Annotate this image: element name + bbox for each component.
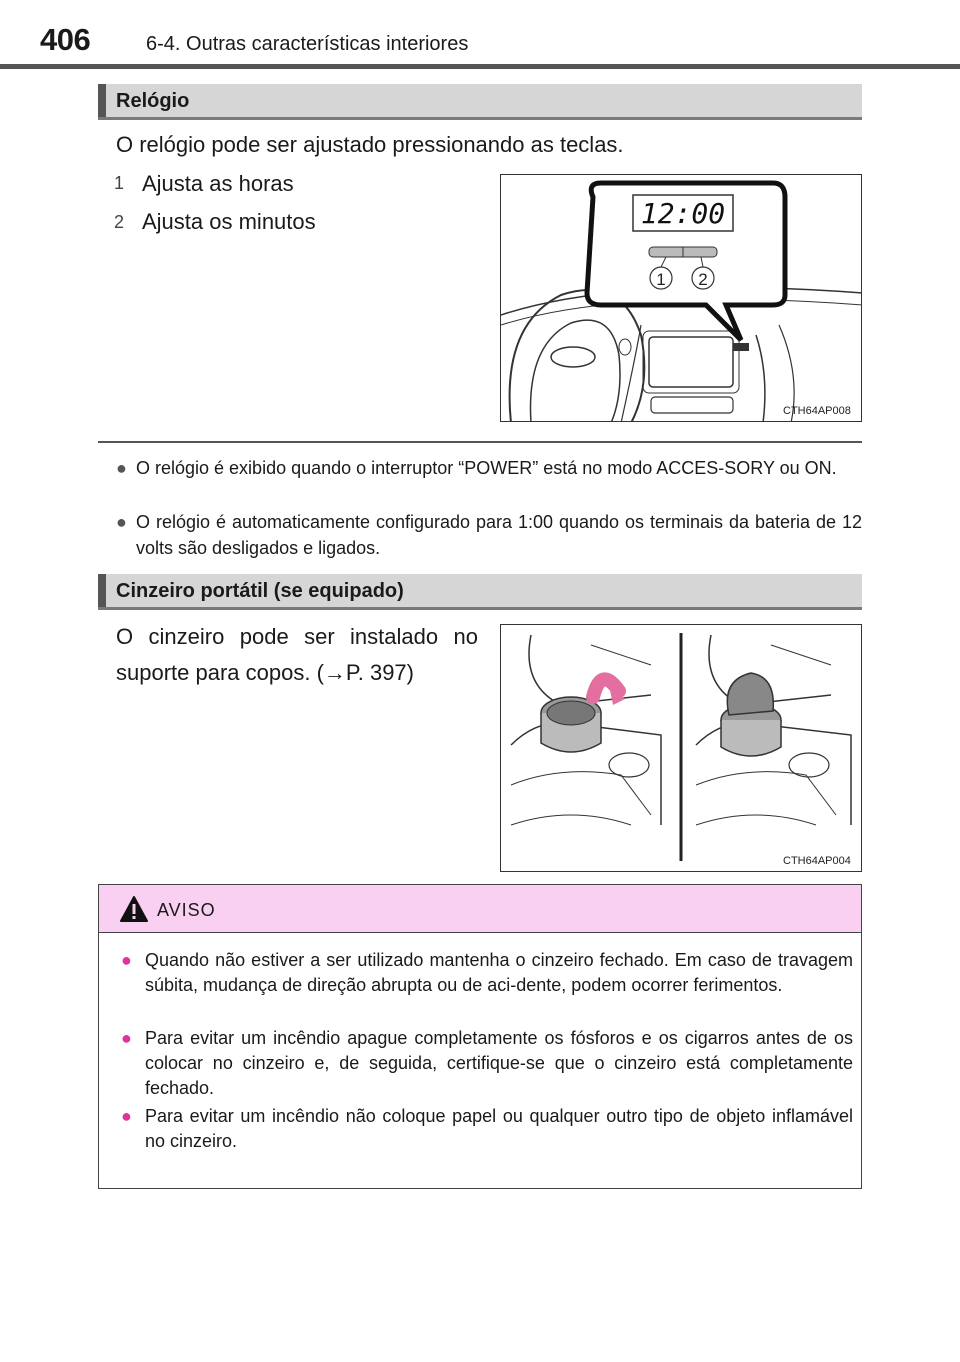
step-text-2: Ajusta os minutos <box>142 209 316 234</box>
warning-item-2: Para evitar um incêndio apague completam… <box>145 1028 853 1098</box>
warning-box: AVISO ● Quando não estiver a ser utiliza… <box>98 884 862 1189</box>
note-1: O relógio é exibido quando o interruptor… <box>136 458 837 478</box>
note-2: O relógio é automaticamente configurado … <box>136 512 862 558</box>
step-number-2: 2 <box>114 212 125 232</box>
page-number: 406 <box>40 22 91 57</box>
step-number-1: 1 <box>114 173 125 193</box>
step-text-1: Ajusta as horas <box>142 171 294 196</box>
clock-intro: O relógio pode ser ajustado pressionando… <box>116 132 624 157</box>
callout-2: 2 <box>698 270 707 289</box>
section-accent <box>98 574 106 607</box>
section-heading-clock: Relógio <box>98 84 862 120</box>
warning-bullet-2: ● <box>121 1028 132 1048</box>
dashboard-illustration: 12:00 1 2 <box>501 180 861 421</box>
warning-item-1: Quando não estiver a ser utilizado mante… <box>145 950 853 995</box>
warning-item-3: Para evitar um incêndio não coloque pape… <box>145 1106 853 1151</box>
section-accent <box>98 84 106 117</box>
section-title-ashtray: Cinzeiro portátil (se equipado) <box>116 580 404 602</box>
divider <box>98 441 862 443</box>
figure-code-clock: CTH64AP008 <box>783 405 851 417</box>
section-title-clock: Relógio <box>116 90 190 112</box>
note-bullet-1: ● <box>116 458 127 478</box>
section-heading-ashtray: Cinzeiro portátil (se equipado) <box>98 574 862 610</box>
warning-title: AVISO <box>157 900 216 920</box>
chapter-title: 6-4. Outras características interiores <box>146 33 469 55</box>
ashtray-illustration <box>510 633 852 861</box>
ashtray-text-line1: O cinzeiro pode ser instalado no <box>116 624 478 649</box>
warning-bullet-1: ● <box>121 950 132 970</box>
clock-display-text: 12:00 <box>641 197 725 230</box>
clock-figure: 12:00 1 2 CTH64AP008 <box>500 174 862 422</box>
header-rule <box>0 64 960 69</box>
figure-code-ashtray: CTH64AP004 <box>783 855 851 867</box>
page-header: 406 6-4. Outras características interior… <box>0 0 960 72</box>
warning-header: AVISO <box>99 885 861 933</box>
warning-bullet-3: ● <box>121 1106 132 1126</box>
note-bullet-2: ● <box>116 512 127 532</box>
warning-triangle-icon <box>120 896 148 922</box>
ashtray-text-line2: suporte para copos. (→P. 397) <box>116 660 414 685</box>
ashtray-figure: CTH64AP004 <box>500 624 862 872</box>
callout-1: 1 <box>656 270 665 289</box>
